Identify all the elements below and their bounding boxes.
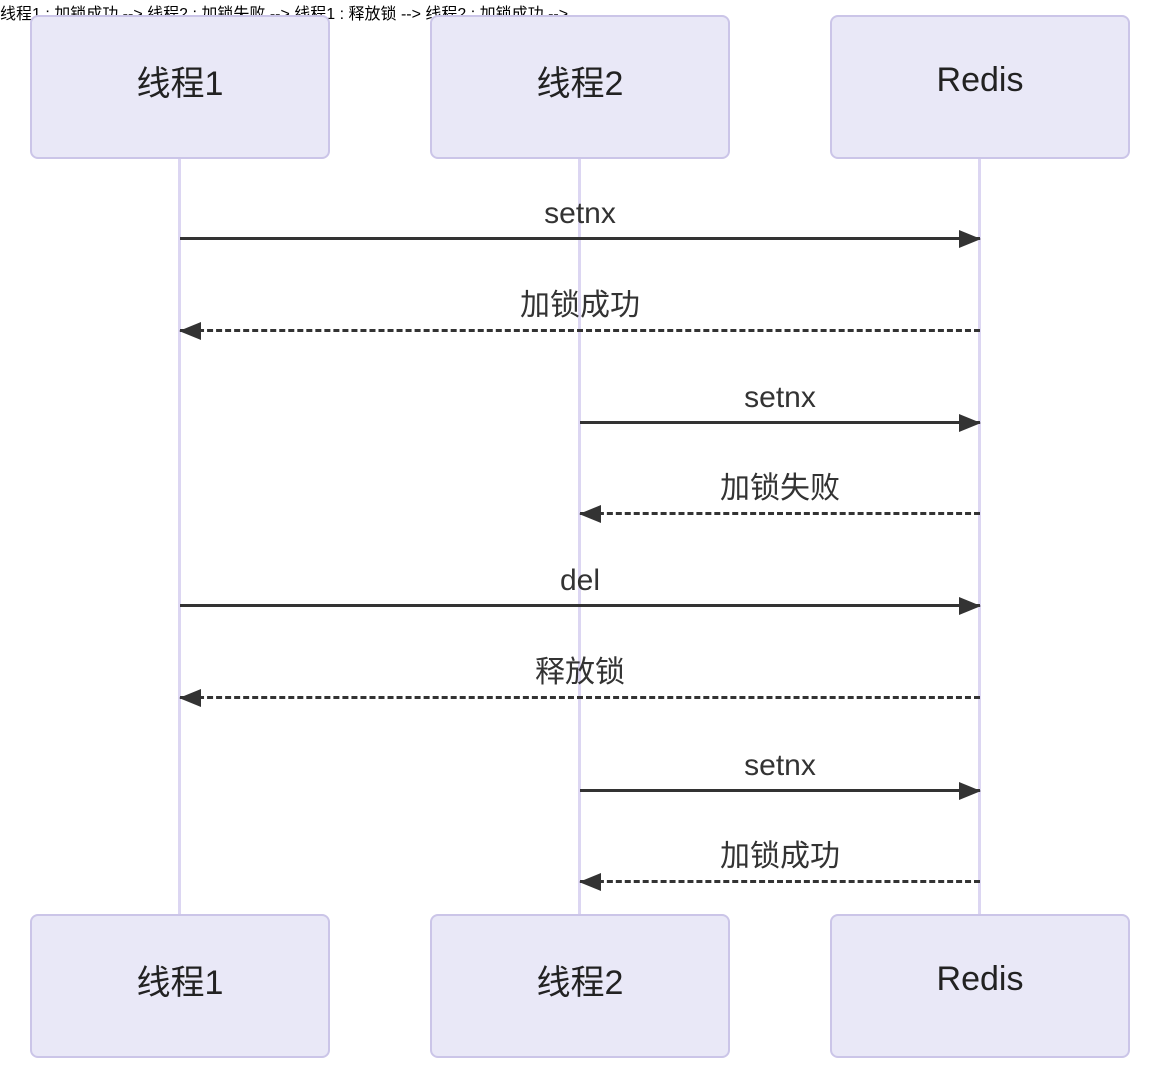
arrowhead-left [179,689,201,707]
message-setnx2-thread2: setnx [580,749,981,800]
lifeline-thread1 [178,145,181,914]
message-label: 释放锁 [535,656,625,689]
message-label: 加锁成功 [520,289,640,322]
message-label: setnx [744,381,816,414]
arrowhead-right [959,782,981,800]
participant-label: 线程2 [536,64,624,103]
message-lock-success-thread1: 加锁成功 [179,289,980,340]
message-release-lock-thread1: 释放锁 [179,656,980,707]
arrowhead-left [179,322,201,340]
message-line-dashed [179,689,980,707]
participant-thread2-bottom: 线程2 [430,914,730,1058]
arrowhead-right [959,597,981,615]
message-label: setnx [744,749,816,782]
message-line-dashed [179,322,980,340]
message-label: setnx [544,197,616,230]
message-line-dashed [579,873,980,891]
arrowhead-right [959,230,981,248]
message-lock-fail-thread2: 加锁失败 [579,472,980,523]
arrowhead-right [959,414,981,432]
participant-thread1-bottom: 线程1 [30,914,330,1058]
message-line-solid [580,414,981,432]
message-lock-success-thread2: 加锁成功 [579,840,980,891]
participant-redis-top: Redis [830,15,1130,159]
message-line-solid [180,230,981,248]
arrowhead-left [579,873,601,891]
message-line-dashed [579,505,980,523]
arrowhead-left [579,505,601,523]
message-label: del [559,564,601,597]
participant-redis-bottom: Redis [830,914,1130,1058]
message-line-solid [180,597,981,615]
message-label: 加锁失败 [720,472,840,505]
message-line-solid [580,782,981,800]
message-setnx-thread1: setnx [180,197,981,248]
message-del-thread1: del [180,564,981,615]
lifeline-thread2 [578,145,581,914]
participant-label: 线程1 [136,64,224,103]
message-setnx-thread2: setnx [580,381,981,432]
message-label: 加锁成功 [720,840,840,873]
participant-label: Redis [936,60,1024,99]
participant-thread2-top: 线程2 [430,15,730,159]
participant-label: 线程1 [136,963,224,1002]
lifeline-redis [978,145,981,914]
participant-label: Redis [936,959,1024,998]
participant-label: 线程2 [536,963,624,1002]
participant-thread1-top: 线程1 [30,15,330,159]
